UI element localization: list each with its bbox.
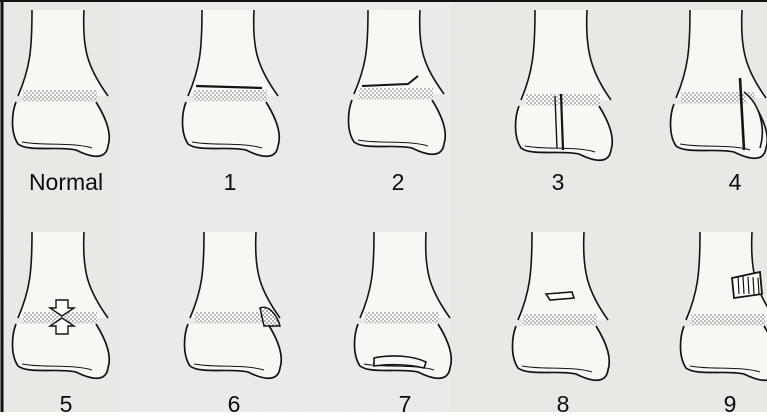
physis-stipple	[526, 94, 600, 105]
physis-stipple	[365, 312, 439, 323]
metaphyseal-fracture	[546, 292, 574, 300]
physis-stipple	[195, 312, 269, 323]
label-7: 7	[345, 392, 465, 416]
epiphysis-outline	[513, 326, 610, 380]
epiphysis-outline	[185, 324, 282, 378]
physis-stipple	[23, 90, 97, 101]
epiphysis-outline	[355, 324, 452, 378]
label-normal: Normal	[6, 170, 126, 194]
epiphysis-outline	[349, 100, 446, 154]
physis-stipple	[681, 92, 755, 103]
label-1: 1	[170, 170, 290, 194]
label-9: 9	[670, 392, 767, 416]
label-4: 4	[675, 170, 767, 194]
epiphysis-outline	[516, 106, 613, 160]
label-3: 3	[498, 170, 618, 194]
physis-stipple	[193, 90, 267, 101]
physis-stipple	[691, 314, 765, 325]
label-6: 6	[174, 392, 294, 416]
label-5: 5	[6, 392, 126, 416]
physis-stipple	[523, 314, 597, 325]
label-2: 2	[338, 170, 458, 194]
epiphysis-outline	[183, 102, 280, 156]
epiphysis-outline	[13, 102, 110, 156]
label-8: 8	[503, 392, 623, 416]
physis-stipple	[359, 88, 433, 99]
